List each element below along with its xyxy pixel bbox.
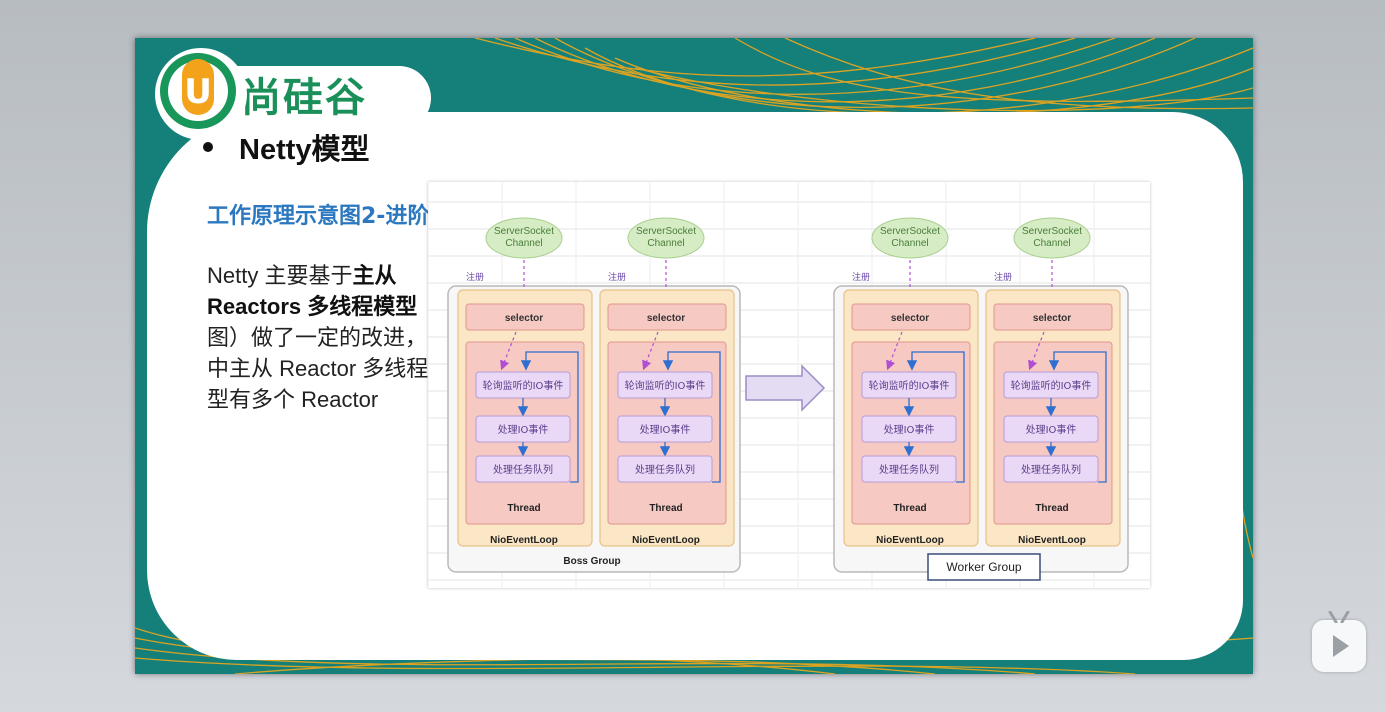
channel-label: ServerSocket (1022, 226, 1082, 237)
process-task-queue-box-label: 处理任务队列 (635, 463, 695, 476)
slide-title-row: Netty模型 (203, 126, 370, 168)
process-io-events-box-label: 处理IO事件 (640, 423, 691, 436)
server-socket-channel (627, 217, 705, 259)
poll-io-events-box-label: 轮询监听的IO事件 (483, 379, 564, 392)
process-task-queue-box (1003, 455, 1099, 483)
dispatch-arrow (642, 331, 659, 371)
channel-label: Channel (1033, 238, 1070, 249)
logo-mark-letter: U (184, 72, 212, 112)
body-line: 型有多个 Reactor (207, 387, 379, 412)
poll-io-events-box-label: 轮询监听的IO事件 (869, 379, 950, 392)
selector-box (851, 303, 971, 331)
body-line: 中主从 Reactor 多线程模 (207, 356, 451, 381)
register-label: 注册 (852, 271, 870, 283)
dispatch-arrow (500, 331, 517, 371)
nio-event-loop-label: NioEventLoop (632, 535, 700, 546)
channel-label: Channel (505, 238, 542, 249)
process-io-events-box-label: 处理IO事件 (884, 423, 935, 436)
loop-back-arrow (1048, 351, 1107, 483)
server-socket-channel (871, 217, 949, 259)
dispatch-arrow (1028, 331, 1045, 371)
loop-back-arrow (520, 351, 579, 483)
logo-badge: U (155, 48, 247, 140)
body-paragraph: Netty 主要基于主从 Reactors 多线程模型（如 图）做了一定的改进，… (207, 260, 507, 415)
boss-group-label: Boss Group (563, 556, 620, 567)
channel-label: ServerSocket (494, 226, 554, 237)
process-task-queue-box-label: 处理任务队列 (1021, 463, 1081, 476)
body-line: Netty 主要基于主从 (207, 263, 397, 288)
logo-mark-icon: U (160, 53, 236, 129)
worker-group-label-box (927, 553, 1041, 581)
selector-label: selector (891, 313, 929, 324)
register-label: 注册 (608, 271, 626, 283)
loop-back-arrow (662, 351, 721, 483)
process-task-queue-box (861, 455, 957, 483)
process-io-events-box-label: 处理IO事件 (1026, 423, 1077, 436)
logo-text: 尚硅谷 (235, 66, 431, 130)
dispatch-arrow (886, 331, 903, 371)
poll-io-events-box-label: 轮询监听的IO事件 (1011, 379, 1092, 392)
channel-label: Channel (891, 238, 928, 249)
bullet-dot (203, 142, 213, 152)
process-task-queue-box (617, 455, 713, 483)
selector-label: selector (505, 313, 543, 324)
process-task-queue-box-label: 处理任务队列 (493, 463, 553, 476)
nio-event-loop-label: NioEventLoop (1018, 535, 1086, 546)
slide-subtitle: 工作原理示意图2-进阶版 (207, 204, 452, 229)
register-label: 注册 (994, 271, 1012, 283)
selector-box (465, 303, 585, 331)
worker-group-label: Worker Group (946, 560, 1021, 574)
selector-label: selector (647, 313, 685, 324)
company-logo: 尚硅谷 U (155, 48, 431, 140)
tv-antenna-icon (1328, 611, 1350, 623)
process-task-queue-box-label: 处理任务队列 (879, 463, 939, 476)
thread-label: Thread (649, 503, 682, 514)
selector-box (607, 303, 727, 331)
server-socket-channel (485, 217, 563, 259)
channel-label: Channel (647, 238, 684, 249)
channel-label: ServerSocket (636, 226, 696, 237)
process-io-events-box-label: 处理IO事件 (498, 423, 549, 436)
nio-event-loop-label: NioEventLoop (490, 535, 558, 546)
transfer-arrow-icon (745, 364, 826, 412)
register-label: 注册 (466, 271, 484, 283)
nio-event-loop-label: NioEventLoop (876, 535, 944, 546)
bilibili-tv-icon[interactable] (1312, 611, 1366, 672)
body-line: 图）做了一定的改进，其 (207, 325, 450, 350)
selector-label: selector (1033, 313, 1071, 324)
slide-title: Netty模型 (239, 134, 370, 166)
play-icon (1333, 635, 1349, 657)
process-task-queue-box (475, 455, 571, 483)
loop-back-arrow (906, 351, 965, 483)
netty-diagram-svg: ServerSocketChannel注册NioEventLoopselecto… (428, 182, 1150, 588)
thread-label: Thread (507, 503, 540, 514)
selector-box (993, 303, 1113, 331)
poll-io-events-box-label: 轮询监听的IO事件 (625, 379, 706, 392)
server-socket-channel (1013, 217, 1091, 259)
thread-label: Thread (893, 503, 926, 514)
channel-label: ServerSocket (880, 226, 940, 237)
thread-label: Thread (1035, 503, 1068, 514)
